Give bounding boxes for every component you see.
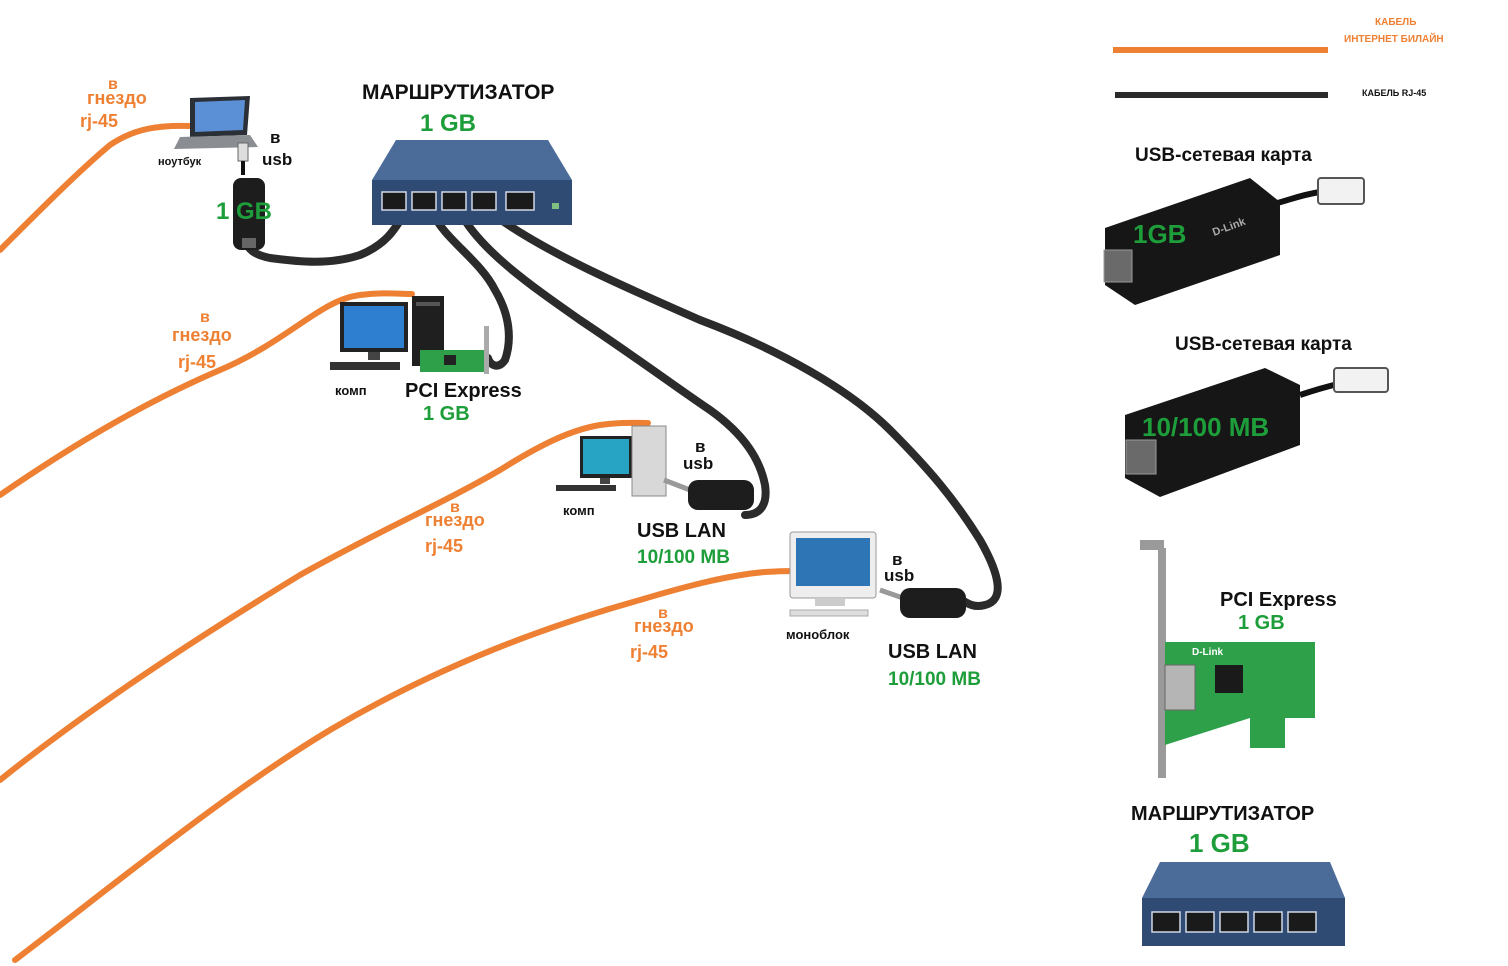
pc2-usb-label-1: в [695,437,705,456]
side-usb-card-2-title: USB-сетевая карта [1175,334,1352,355]
aio-socket-2: гнездо [634,616,694,636]
pc1-socket-1: в [200,309,210,326]
cable-router-pc1 [428,208,513,370]
pc2-usb-adapter [663,477,754,510]
aio-adapter: USB LAN [888,641,977,663]
pc1-socket-3: rj-45 [178,352,216,372]
pc1-card: PCI Express [405,380,522,402]
legend-rj45-label: КАБЕЛЬ RJ-45 [1362,88,1426,98]
pc2-adapter-speed: 10/100 MB [637,547,730,568]
side-pci-title: PCI Express [1220,589,1337,611]
cable-internet-laptop [0,122,193,253]
side-usb-card-1-title: USB-сетевая карта [1135,145,1312,166]
pc2-socket-2: гнездо [425,510,485,530]
cable-internet-pc2 [0,419,651,783]
pc2 [556,425,667,497]
side-router-speed: 1 GB [1189,828,1250,858]
aio-usb-adapter [879,587,966,618]
cable-router-pc2 [456,208,770,519]
side-brand-2: D-Link [1192,647,1224,658]
pc1-label: комп [335,383,367,398]
router-top [372,140,572,180]
legend: КАБЕЛЬ ИНТЕРНЕТ БИЛАЙН КАБЕЛЬ RJ-45 [1113,17,1444,98]
router-power-led [552,203,559,209]
laptop-socket-1: в [108,76,118,93]
pc2-socket-1: в [450,499,460,516]
cable-router-aio [486,208,1002,611]
side-router [1142,862,1345,946]
pc1-pci-card [420,326,489,374]
router-speed: 1 GB [420,110,476,137]
cable-internet-pc1 [0,290,415,498]
pc2-adapter: USB LAN [637,520,726,542]
internet-cables [0,122,798,963]
cable-internet-aio [12,568,798,963]
side-usb-card-1-speed: 1GB [1133,219,1186,249]
laptop-label: ноутбук [158,156,202,168]
router-ports [381,191,535,211]
laptop-usb-label-2: usb [262,150,292,169]
laptop-usb-adapter [233,142,265,250]
rj45-cables [243,208,1002,611]
legend-internet-label-1: КАБЕЛЬ [1375,17,1416,28]
laptop-socket-2: гнездо [87,88,147,108]
pc2-usb-label-2: usb [683,454,713,473]
laptop-usb-label-1: в [270,128,280,147]
aio-socket-1: в [658,605,668,622]
aio-socket-3: rj-45 [630,642,668,662]
aio-usb-label-2: usb [884,566,914,585]
laptop [174,96,258,149]
router-title: МАРШРУТИЗАТОР [362,81,554,104]
pc2-label: комп [563,503,595,518]
pc2-socket-3: rj-45 [425,536,463,556]
side-pci-card: D-Link [1140,540,1315,778]
side-pci-speed: 1 GB [1238,612,1285,634]
aio-label: моноблок [786,627,850,642]
laptop-socket-3: rj-45 [80,111,118,131]
cable-router-laptop [243,208,409,266]
side-usb-card-2 [1125,367,1389,497]
main-router [372,140,572,225]
legend-internet-label-2: ИНТЕРНЕТ БИЛАЙН [1344,32,1444,45]
aio [789,531,877,617]
side-usb-card-1: D-Link [1103,177,1365,305]
aio-adapter-speed: 10/100 MB [888,669,981,690]
pc1-socket-2: гнездо [172,325,232,345]
laptop-adapter-speed: 1 GB [216,198,272,225]
aio-usb-label-1: в [892,550,902,569]
pc1-card-speed: 1 GB [423,403,470,425]
side-usb-card-2-speed: 10/100 MB [1142,412,1269,442]
side-router-title: МАРШРУТИЗАТОР [1131,803,1314,825]
